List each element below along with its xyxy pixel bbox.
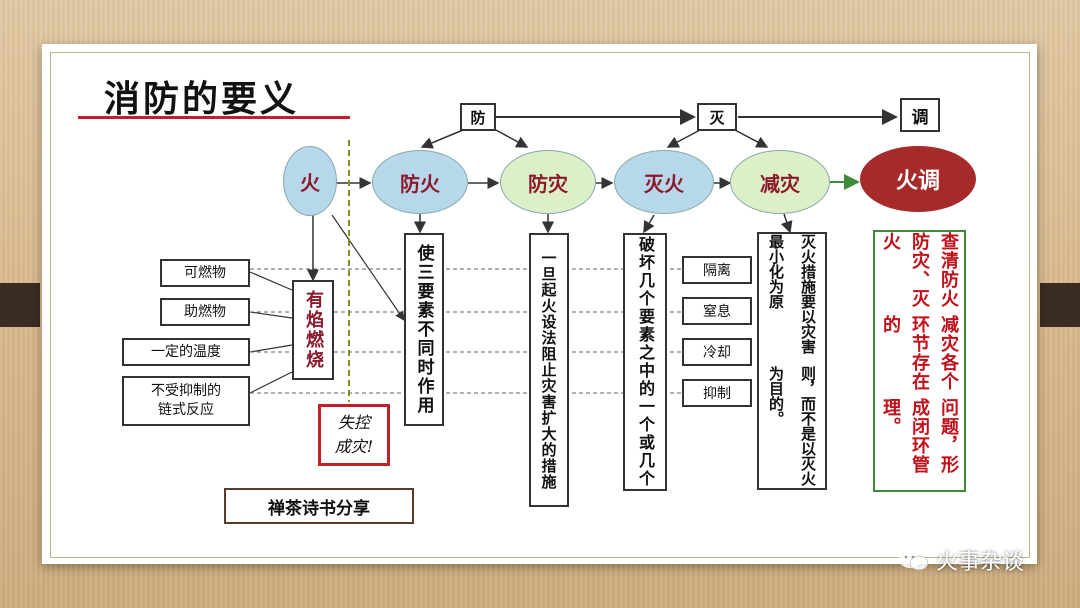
line-fuel-2 (249, 311, 293, 319)
tiao-line1: 查清防火防灾、灭火 (880, 232, 959, 308)
method-cooling: 冷却 (682, 338, 752, 366)
node-fangzai: 防灾 (500, 150, 596, 214)
fuel-chain-reaction: 不受抑制的 链式反应 (122, 376, 250, 426)
method-suppression: 抑制 (682, 379, 752, 407)
loss-control-line2: 成灾! (334, 437, 374, 456)
arrow-fang-fangzai (495, 129, 529, 148)
node-jianzai: 减灾 (730, 150, 830, 214)
top-label-fang: 防 (460, 103, 496, 131)
right-binder-tab (1040, 283, 1080, 327)
fuel-oxidizer: 助燃物 (160, 298, 250, 326)
miehuo-description: 破坏几个要素之中的一个或几个 (623, 233, 667, 491)
has-flame-combustion: 有焰燃烧 (292, 280, 334, 380)
tiao-line2: 减灾各个环节存在的 (880, 314, 959, 391)
top-label-tiao: 调 (900, 98, 940, 132)
line-fuel-1 (249, 271, 293, 291)
fanghuo-description: 使三要素不同时作用 (404, 233, 444, 426)
fangzai-description: 一旦起火设法阻止灾害扩大的措施 (529, 233, 569, 507)
top-label-mie: 灭 (697, 103, 737, 131)
wechat-icon (899, 550, 929, 571)
share-label: 禅茶诗书分享 (224, 488, 414, 524)
arrow-miehuo-down (643, 214, 655, 234)
arrow-jianzai-down (780, 213, 793, 234)
arrow-huo-diagonal (331, 214, 405, 321)
node-huo: 火 (283, 146, 337, 216)
fuel-temperature: 一定的温度 (122, 338, 250, 366)
fuel-combustible: 可燃物 (160, 259, 250, 287)
title-underline (78, 116, 350, 119)
left-binder-tab (0, 283, 40, 327)
node-fanghuo: 防火 (372, 150, 468, 214)
method-suffocation: 窒息 (682, 297, 752, 325)
fuel-chain-line1: 不受抑制的 (151, 383, 221, 399)
arrow-fang-fanghuo (420, 129, 464, 149)
method-isolation: 隔离 (682, 256, 752, 284)
jianzai-description: 灭火措施要以灾害最小化为原 则，而不是以灭火为目的。 (757, 232, 827, 490)
loss-control-box: 失控 成灾! (318, 404, 390, 466)
arrow-mie-jianzai (734, 129, 769, 148)
jianzai-line2: 则，而不是以灭火为目的。 (767, 366, 817, 487)
page-title: 消防的要义 (104, 78, 300, 120)
tiao-line3: 问题，形成闭环管理。 (880, 397, 959, 474)
watermark: 火事杂谈 (898, 544, 1024, 576)
watermark-text: 火事杂谈 (936, 550, 1025, 575)
jianzai-line1: 灭火措施要以灾害最小化为原 (767, 234, 817, 354)
node-huotiao: 火调 (860, 146, 976, 212)
loss-control-line1: 失控 (337, 413, 370, 432)
slide-frame (50, 52, 1030, 558)
node-miehuo: 灭火 (614, 150, 714, 214)
line-fuel-4 (249, 371, 293, 394)
arrow-mie-miehuo (666, 129, 701, 148)
huotiao-description: 查清防火防灾、灭火 减灾各个环节存在的 问题，形成闭环管理。 (873, 230, 966, 492)
fuel-chain-line2: 链式反应 (158, 402, 214, 418)
line-fuel-3 (249, 344, 293, 353)
